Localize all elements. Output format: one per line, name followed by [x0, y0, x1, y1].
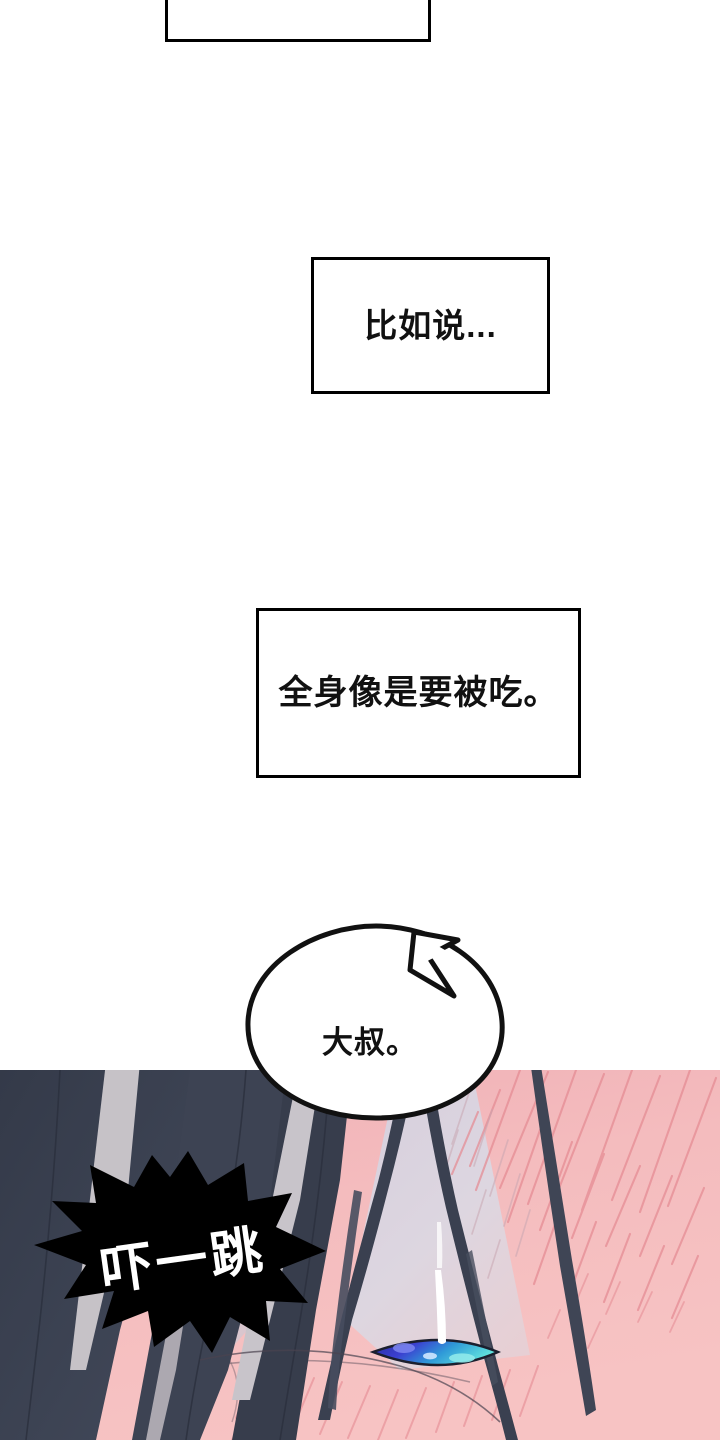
eye-highlight-streak-upper: [437, 1222, 443, 1268]
blush-hatching-center: [443, 1089, 531, 1279]
caption-text-body-eaten: 全身像是要被吃。: [278, 673, 559, 712]
sound-effect-starburst: [34, 1151, 326, 1353]
eye-highlight-streak: [435, 1270, 446, 1344]
eye-sparkle-right: [449, 1353, 475, 1363]
speech-bubble-shape: [245, 923, 505, 1121]
hair-strand-thin-1: [328, 1190, 362, 1410]
hair-strand-right: [531, 1070, 596, 1416]
caption-box-example: 比如说...: [311, 257, 550, 394]
artwork-panel: [0, 1070, 720, 1440]
sound-effect-shape: [34, 1151, 326, 1353]
caption-text-example: 比如说...: [364, 306, 497, 344]
caption-box-body-eaten: 全身像是要被吃。: [256, 608, 581, 778]
eye-sparkle-mid: [423, 1352, 437, 1360]
sound-effect-burst: 吓一跳: [30, 1145, 330, 1355]
hair-wisp-line: [199, 1349, 501, 1423]
eye-group: [369, 1222, 502, 1367]
caption-box-top-partial: [165, 0, 431, 42]
speech-bubble-text: 大叔。: [322, 1024, 418, 1060]
speech-bubble: 大叔。: [240, 918, 512, 1128]
eye-sparkle-left: [393, 1343, 415, 1353]
speech-bubble-text-wrap: 大叔。: [240, 918, 512, 1128]
